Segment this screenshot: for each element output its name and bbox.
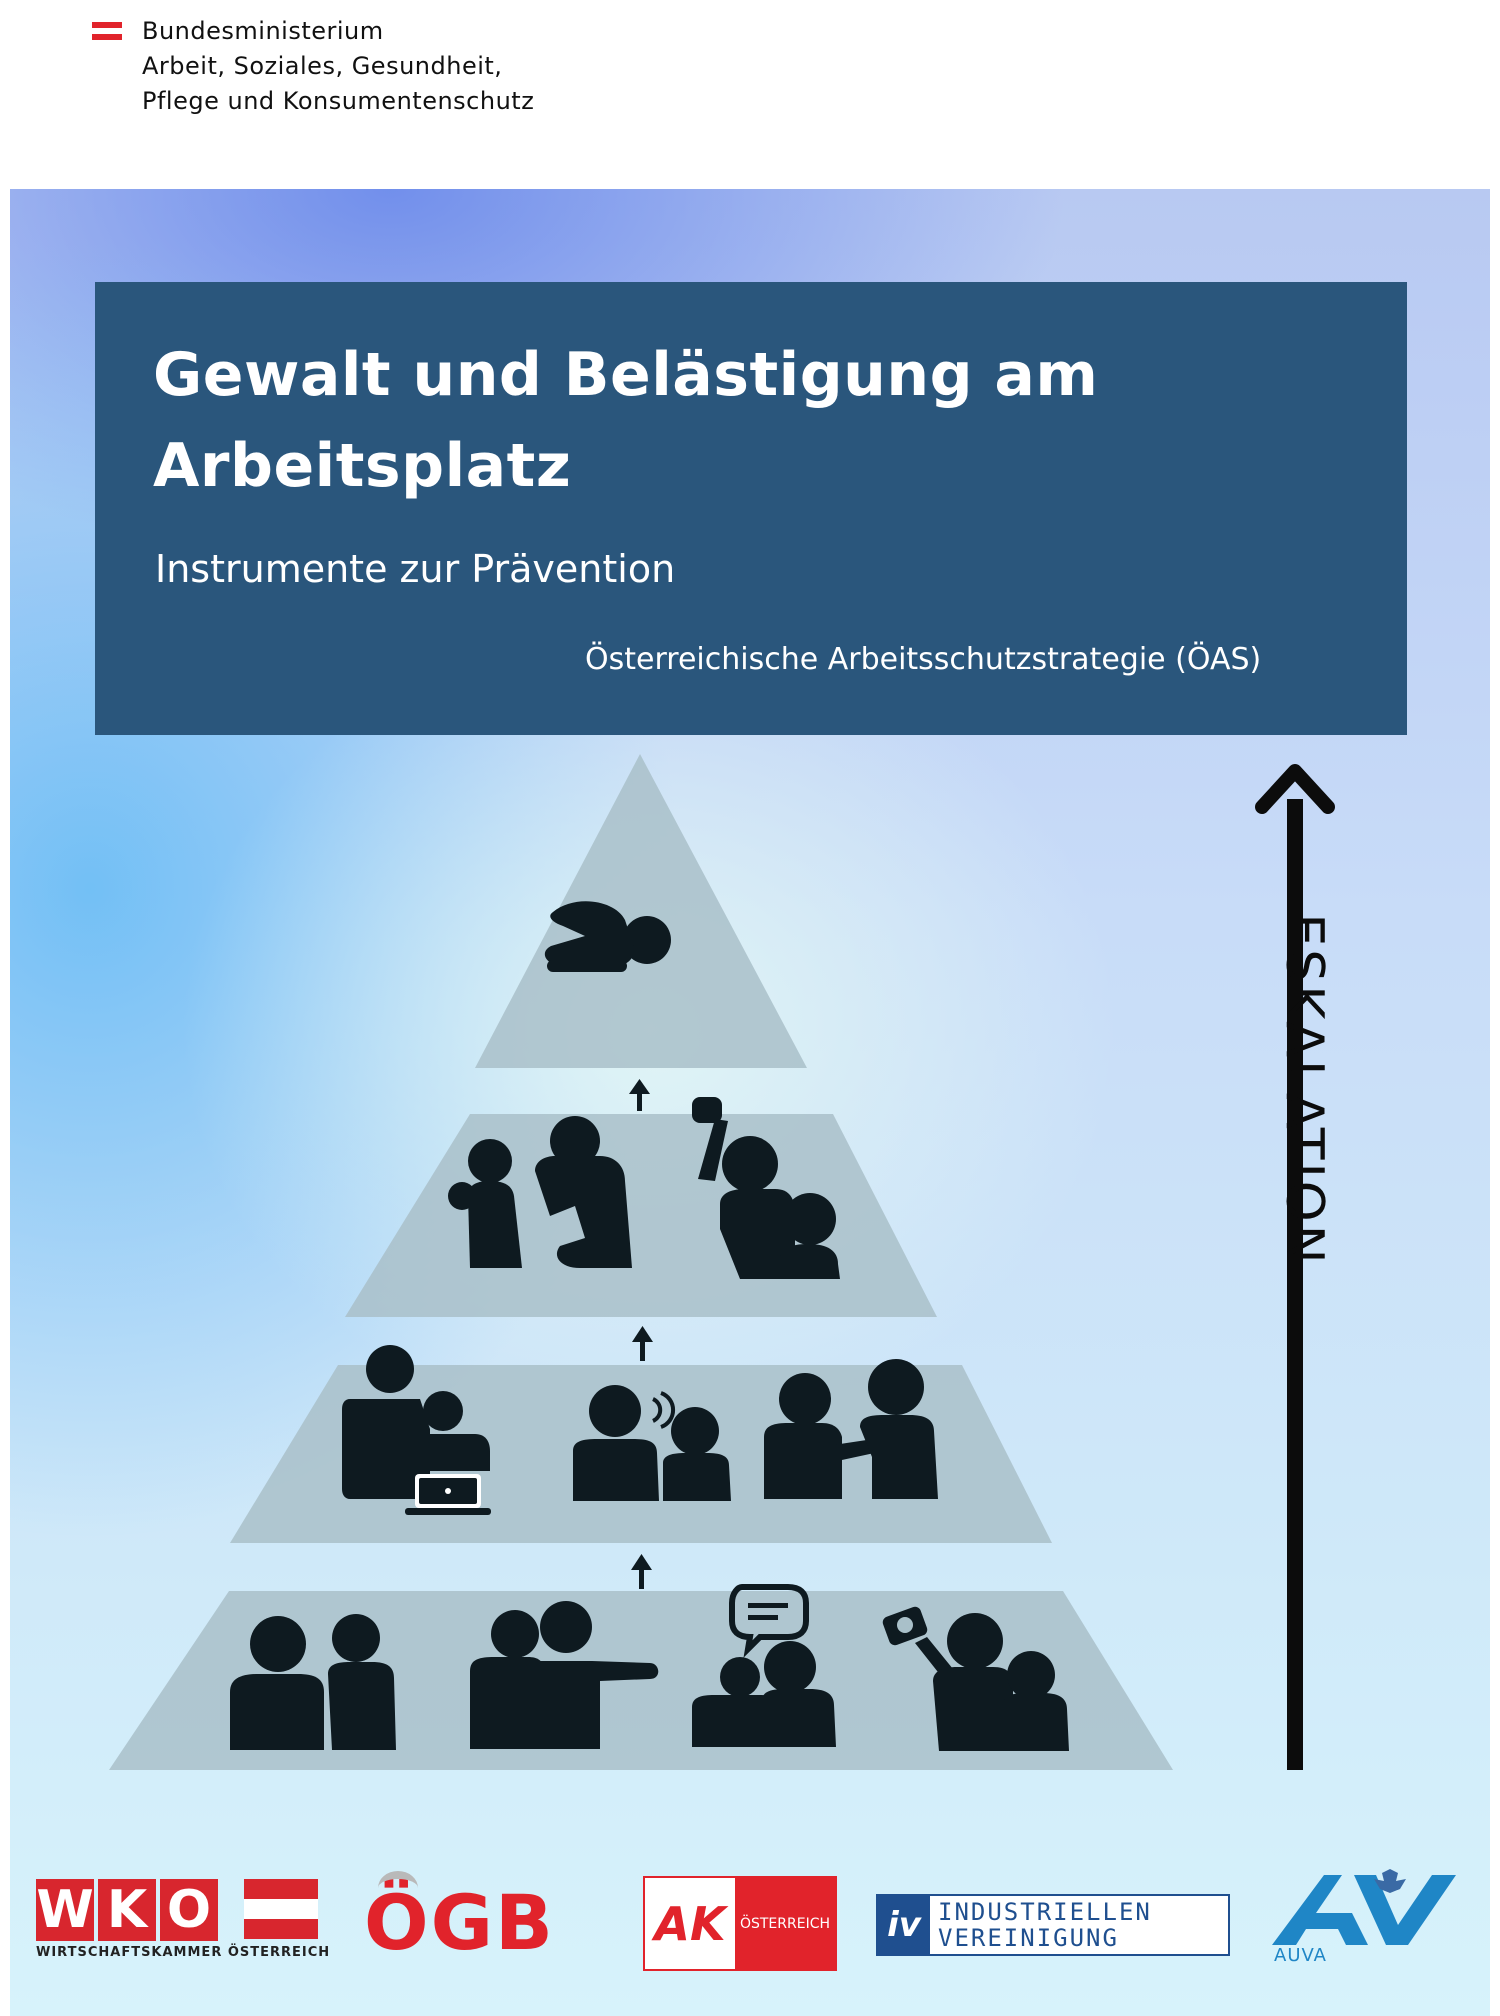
- escalation-arrow-icon: [1255, 764, 1335, 1770]
- title-box: Gewalt und Belästigung am Arbeitsplatz I…: [95, 282, 1407, 735]
- crouching-person-icon: [544, 901, 671, 972]
- ak-mark: AK: [645, 1878, 735, 1969]
- cover-artwork: Gewalt und Belästigung am Arbeitsplatz I…: [10, 189, 1490, 2016]
- ministry-line-1: Bundesministerium: [142, 17, 384, 45]
- ogb-arc-icon: [378, 1871, 418, 1905]
- iv-line-2: VEREINIGUNG: [938, 1924, 1119, 1952]
- gossip-speech-bubble-icon: [692, 1584, 836, 1747]
- shouting-person-icon: [573, 1385, 731, 1501]
- ogb-logo: ÖGB: [364, 1871, 555, 1963]
- tier-arrow-icon: [631, 1554, 652, 1589]
- ak-text: ÖSTERREICH: [735, 1878, 835, 1969]
- pushing-person-icon: [764, 1359, 938, 1499]
- iv-mark: iv: [878, 1896, 930, 1954]
- auva-logo: AUVA: [1272, 1869, 1472, 1979]
- escalation-label: ESKALATION: [1274, 913, 1334, 1267]
- person-photographing-icon: [882, 1606, 1069, 1751]
- two-people-icon: [230, 1614, 396, 1750]
- restraining-person-icon: [448, 1116, 632, 1268]
- auva-text: AUVA: [1274, 1945, 1327, 1966]
- wko-letter: O: [160, 1879, 218, 1941]
- pyramid-tier-top: [475, 754, 807, 1068]
- raised-fist-icon: [692, 1097, 840, 1279]
- wko-letter: K: [98, 1879, 156, 1941]
- cover-subtitle: Instrumente zur Prävention: [155, 547, 676, 591]
- partner-logos: W K O WIRTSCHAFTSKAMMER ÖSTERREICH ÖGB A…: [10, 189, 1490, 2016]
- pyramid-tier-2: [345, 1114, 937, 1317]
- wko-letter: W: [36, 1879, 94, 1941]
- wko-flag-icon: [244, 1879, 318, 1941]
- tier-arrow-icon: [632, 1326, 653, 1361]
- iv-line-1: INDUSTRIELLEN: [938, 1898, 1152, 1926]
- ministry-line-2: Arbeit, Soziales, Gesundheit,: [142, 52, 503, 80]
- tier-arrow-icon: [629, 1079, 650, 1111]
- auva-mark-icon: [1272, 1869, 1456, 1945]
- cover-title: Gewalt und Belästigung am Arbeitsplatz: [153, 340, 1099, 501]
- pointing-person-icon: [470, 1601, 659, 1749]
- wko-subline: WIRTSCHAFTSKAMMER ÖSTERREICH: [36, 1945, 331, 1960]
- ministry-line-3: Pflege und Konsumentenschutz: [142, 87, 535, 115]
- ak-logo: AK ÖSTERREICH: [643, 1876, 837, 1971]
- iv-logo: iv INDUSTRIELLEN VEREINIGUNG: [876, 1894, 1230, 1956]
- ministry-name: Bundesministerium Arbeit, Soziales, Gesu…: [142, 14, 534, 119]
- strategy-label: Österreichische Arbeitsschutzstrategie (…: [585, 642, 1262, 677]
- austrian-flag-icon: [92, 22, 122, 40]
- escalation-pyramid: [109, 754, 1335, 1770]
- wko-logo: W K O WIRTSCHAFTSKAMMER ÖSTERREICH: [36, 1879, 329, 1969]
- person-watching-laptop-icon: [342, 1345, 491, 1515]
